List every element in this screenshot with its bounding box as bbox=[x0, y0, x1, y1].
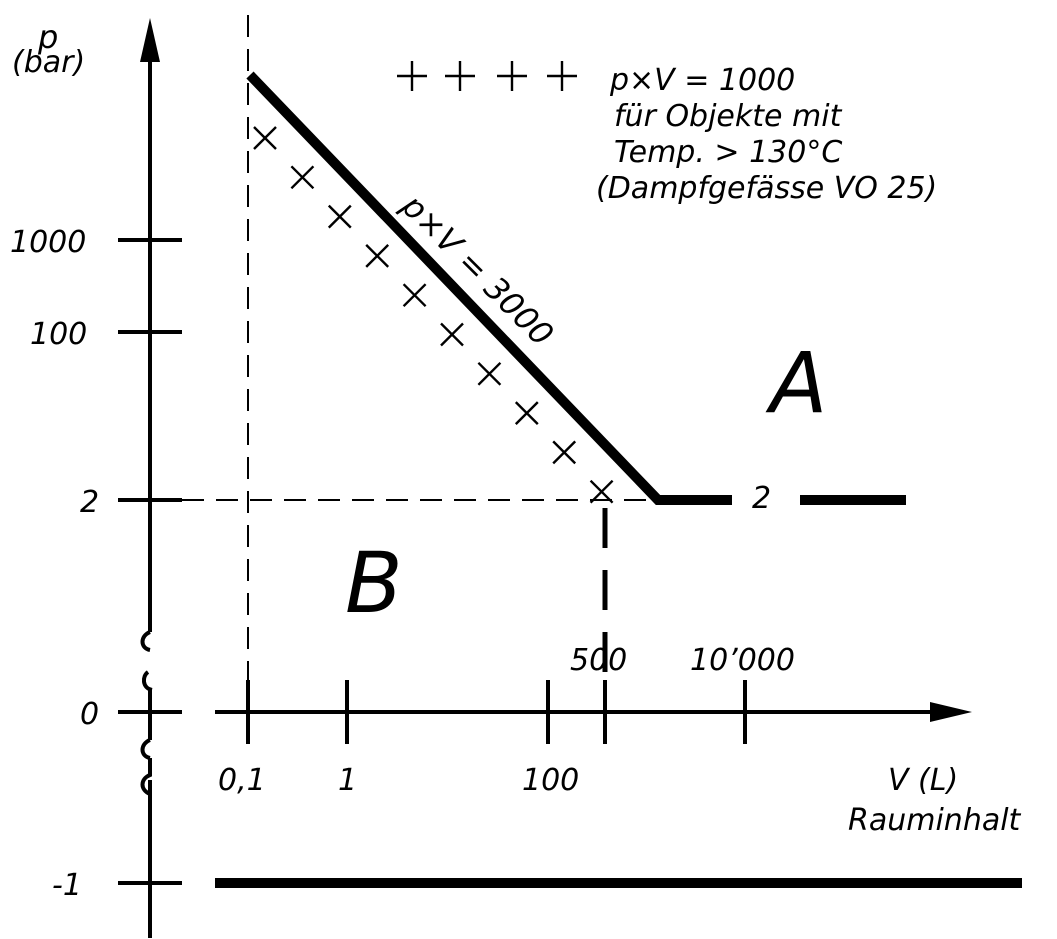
label-pv-3000: p×V = 3000 bbox=[394, 186, 561, 353]
cross-marker bbox=[365, 244, 390, 268]
y-label-2: 2 bbox=[80, 485, 99, 520]
axis-break-1 bbox=[140, 630, 151, 652]
cross-marker bbox=[589, 479, 614, 504]
cross-marker bbox=[253, 126, 277, 150]
legend-line-2: für Objekte mit bbox=[614, 99, 843, 134]
x-label-0-1: 0,1 bbox=[218, 763, 266, 798]
cross-marker bbox=[552, 440, 577, 465]
x-label-10000: 10’000 bbox=[690, 643, 795, 678]
y-label-0: 0 bbox=[80, 697, 99, 732]
y-label-100: 100 bbox=[30, 317, 87, 352]
cross-marker bbox=[327, 204, 352, 229]
cross-marker bbox=[477, 361, 502, 386]
legend-line-1: p×V = 1000 bbox=[609, 63, 795, 98]
y-label-1000: 1000 bbox=[10, 225, 86, 260]
legend-plus-symbols bbox=[397, 61, 577, 91]
x-axis-name: Rauminhalt bbox=[848, 803, 1022, 838]
y-axis-symbol: p bbox=[37, 18, 58, 56]
x-label-100: 100 bbox=[522, 763, 579, 798]
crosses-pv-1000 bbox=[253, 126, 614, 504]
plus-marker bbox=[497, 61, 527, 91]
cross-marker bbox=[514, 401, 539, 425]
y-axis-unit: (bar) bbox=[12, 45, 85, 80]
y-label-minus1: -1 bbox=[52, 868, 82, 903]
axis-break-2 bbox=[141, 670, 153, 740]
x-label-1: 1 bbox=[338, 763, 357, 798]
legend-line-4: (Dampfgefässe VO 25) bbox=[596, 171, 937, 206]
y-axis-arrow bbox=[140, 18, 160, 62]
plus-marker bbox=[547, 61, 577, 91]
label-pressure-2: 2 bbox=[752, 481, 771, 516]
x-axis-arrow bbox=[930, 702, 972, 722]
plus-marker bbox=[397, 61, 427, 91]
cross-marker bbox=[402, 283, 427, 308]
line-pv-3000 bbox=[246, 71, 732, 505]
x-axis-symbol: V (L) bbox=[888, 763, 958, 798]
legend-line-3: Temp. > 130°C bbox=[614, 135, 842, 170]
cross-marker bbox=[440, 322, 464, 347]
plus-marker bbox=[445, 61, 475, 91]
axis-break-3 bbox=[140, 738, 152, 796]
region-label-a: A bbox=[765, 334, 827, 432]
x-label-500: 500 bbox=[570, 643, 627, 678]
region-label-b: B bbox=[345, 534, 403, 632]
cross-marker bbox=[290, 165, 315, 190]
